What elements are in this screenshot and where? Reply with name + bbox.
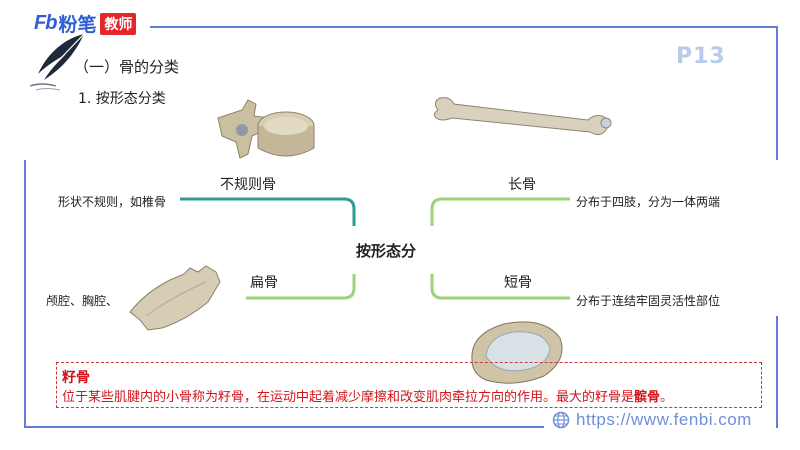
mindmap-center: 按形态分 (356, 242, 417, 260)
footer-url[interactable]: https://www.fenbi.com (552, 410, 752, 430)
branch-irregular-bone-label: 不规则骨 (220, 177, 276, 193)
long-bone-illustration (433, 97, 612, 136)
frame-left-line (24, 160, 26, 426)
footer-url-text[interactable]: https://www.fenbi.com (576, 410, 752, 429)
short-bone-illustration (471, 321, 563, 384)
sesamoid-note-box (56, 362, 762, 408)
feather-icon (29, 33, 85, 91)
sesamoid-text-end: 。 (660, 390, 674, 405)
subsection-title: 1. 按形态分类 (78, 91, 166, 107)
section-title: （一）骨的分类 (74, 58, 180, 76)
logo-badge: 教师 (100, 12, 137, 35)
sesamoid-text: 位于某些肌腱内的小骨称为籽骨，在运动中起着减少摩擦和改变肌肉牵拉方向的作用。最大… (62, 390, 635, 405)
branch-short-bone-desc: 分布于连结牢固灵活性部位 (576, 294, 721, 308)
sesamoid-title: 籽骨 (62, 370, 90, 386)
branch-long-bone-desc: 分布于四肢，分为一体两端 (576, 195, 721, 209)
frame-top-line (150, 26, 778, 28)
logo-prefix: Fb (34, 12, 57, 34)
branch-long-bone-label: 长骨 (508, 177, 536, 193)
frame-right-line (776, 26, 778, 160)
branch-flat-bone-label: 扁骨 (250, 275, 278, 291)
brand-logo: Fb 粉笔 教师 (34, 10, 137, 37)
connector-short-bone (430, 274, 570, 300)
connector-flat-bone (246, 274, 356, 300)
branch-irregular-bone-desc: 形状不规则，如椎骨 (58, 195, 167, 209)
connector-long-bone (430, 197, 570, 226)
sesamoid-description: 位于某些肌腱内的小骨称为籽骨，在运动中起着减少摩擦和改变肌肉牵拉方向的作用。最大… (62, 386, 673, 405)
connector-irregular-bone (180, 197, 356, 226)
flat-bone-illustration (129, 265, 221, 331)
globe-icon (552, 411, 570, 429)
frame-bottom-line (24, 426, 544, 428)
logo-text: 粉笔 (58, 14, 97, 36)
branch-flat-bone-desc: 颅腔、胸腔、 (46, 294, 119, 308)
sesamoid-highlight: 髌骨 (634, 390, 661, 405)
branch-short-bone-label: 短骨 (504, 275, 532, 291)
frame-right-line-lower (776, 316, 778, 428)
vertebra-illustration (217, 99, 315, 159)
page-number: P13 (676, 44, 726, 69)
